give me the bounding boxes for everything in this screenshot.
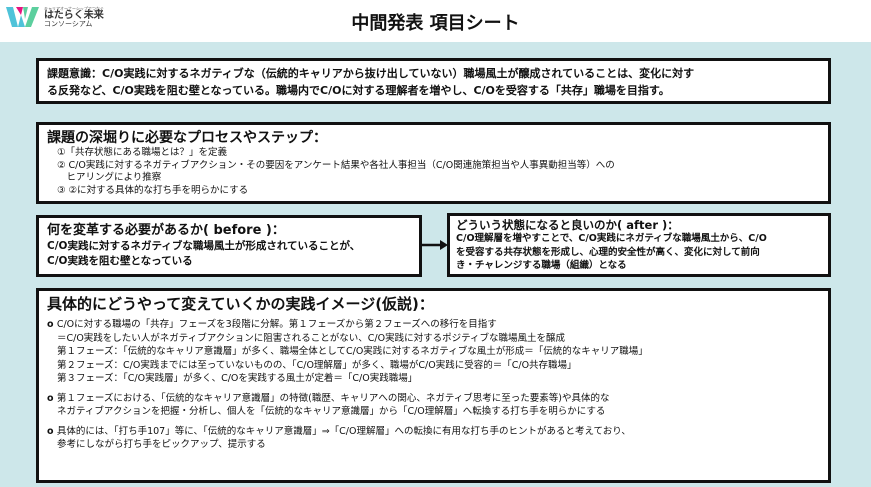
header-bar: キャリアオーナーシップでつなぐ はたらく未来 コンソーシアム 中間発表 項目シー… [0, 0, 871, 42]
process-step: ヒアリングにより推察 [57, 172, 162, 183]
practice-heading: 具体的にどうやって変えていくかの実践イメージ(仮説)： [47, 295, 434, 313]
logo-name: はたらく未来 [44, 9, 104, 21]
logo-sub: コンソーシアム [44, 19, 93, 28]
bullet-line: 第１フェーズにおける、「伝統的なキャリア意識層」の特徴(職歴、キャリアへの関心、… [47, 392, 820, 406]
issue-awareness-box: 課題意識：C/O実践に対するネガティブな（伝統的キャリアから抜け出していない）職… [36, 58, 831, 104]
issue-line: る反発など、C/O実践を阻む壁となっている。職場内でC/Oに対する理解者を増やし… [47, 84, 670, 97]
logo-tagline: キャリアオーナーシップでつなぐ [44, 5, 104, 11]
bullet-line: 具体的には、「打ち手107」等に、「伝統的なキャリア意識層」⇒「C/O理解層」へ… [47, 425, 820, 439]
before-line: C/O実践に対するネガティブな職場風土が形成されていることが、 [47, 240, 361, 252]
bullet-line: 第１フェーズ：「伝統的なキャリア意識層」が多く、職場全体としてC/O実践に対する… [57, 346, 648, 357]
bullet-line: 第３フェーズ：「C/O実践層」が多く、C/Oを実践する風土が定着＝「C/O実践職… [57, 373, 418, 384]
logo-w-icon [6, 7, 39, 27]
practice-bullet: C/Oに対する職場の「共存」フェーズを3段階に分解。第１フェーズから第２フェーズ… [47, 318, 820, 386]
bullet-line: 第２フェーズ：C/O実践までには至っていないものの、「C/O理解層」が多く、職場… [57, 359, 577, 371]
practice-bullet: 具体的には、「打ち手107」等に、「伝統的なキャリア意識層」⇒「C/O理解層」へ… [47, 425, 820, 452]
practice-bullet: 第１フェーズにおける、「伝統的なキャリア意識層」の特徴(職歴、キャリアへの関心、… [47, 392, 820, 419]
after-line: C/O理解層を増やすことで、C/O実践にネガティブな職場風土から、C/O [456, 233, 767, 244]
consortium-logo: キャリアオーナーシップでつなぐ はたらく未来 コンソーシアム [6, 5, 104, 29]
process-box: 課題の深堀りに必要なプロセスやステップ： ①「共存状態にある職場とは？」を定義 … [36, 122, 831, 204]
process-heading: 課題の深堀りに必要なプロセスやステップ： [47, 130, 327, 146]
bullet-line: ネガティブアクションを把握・分析し、個人を「伝統的なキャリア意識層」から「C/O… [57, 406, 606, 417]
before-heading: 何を変革する必要があるか( before )： [47, 223, 285, 238]
process-step: ①「共存状態にある職場とは？」を定義 [57, 147, 228, 158]
practice-box: 具体的にどうやって変えていくかの実践イメージ(仮説)： C/Oに対する職場の「共… [36, 288, 831, 483]
after-line: を受容する共存状態を形成し、心理的安全性が高く、変化に対して前向 [456, 246, 760, 258]
after-heading: どういう状態になると良いのか( after )： [456, 218, 679, 232]
before-box: 何を変革する必要があるか( before )： C/O実践に対するネガティブな職… [36, 215, 422, 277]
after-box: どういう状態になると良いのか( after )： C/O理解層を増やすことで、C… [447, 213, 831, 277]
before-line: C/O実践を阻む壁となっている [47, 255, 193, 267]
bullet-line: 参考にしながら打ち手をピックアップ、提示する [57, 439, 266, 450]
process-step: ② C/O実践に対するネガティブアクション・その要因をアンケート結果や各社人事担… [57, 159, 615, 171]
process-step: ③ ②に対する具体的な打ち手を明らかにする [57, 184, 249, 196]
bullet-line: C/Oに対する職場の「共存」フェーズを3段階に分解。第１フェーズから第２フェーズ… [47, 318, 820, 332]
issue-line: 課題意識：C/O実践に対するネガティブな（伝統的キャリアから抜け出していない）職… [47, 67, 695, 80]
page-title: 中間発表 項目シート [351, 13, 520, 34]
arrow-right-icon [422, 240, 448, 250]
bullet-line: ＝C/O実践をしたい人がネガティブアクションに阻害されることがない、C/O実践に… [57, 332, 566, 344]
after-line: き・チャレンジする職場（組織）となる [456, 260, 627, 271]
